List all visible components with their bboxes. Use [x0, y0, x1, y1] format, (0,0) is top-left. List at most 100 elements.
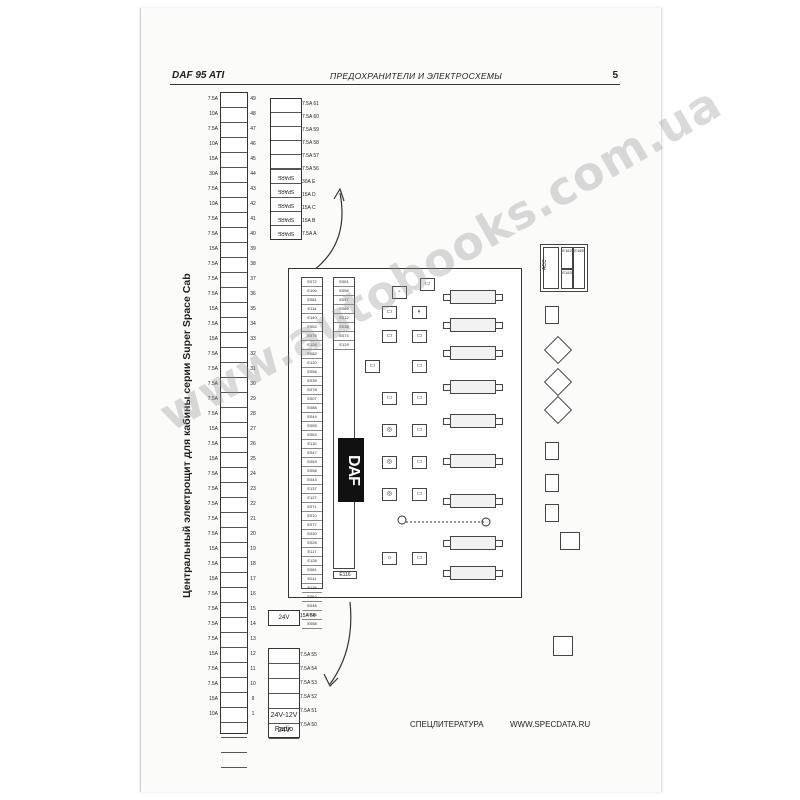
- header-section-title: ПРЕДОХРАНИТЕЛИ И ЭЛЕКТРОСХЕМЫ: [330, 71, 503, 81]
- fuse-rating: 15A: [209, 456, 218, 462]
- fuse-number: 39: [250, 246, 256, 252]
- fuse-slot: [221, 198, 247, 213]
- relay-slot: [271, 99, 301, 113]
- panel-code: E055: [302, 422, 322, 431]
- side-module: [545, 442, 559, 460]
- panel-code: E047: [302, 449, 322, 458]
- fuse-slot: [221, 348, 247, 363]
- side-module: [560, 532, 580, 550]
- fuse-slot: [221, 438, 247, 453]
- fuse-slot: [221, 273, 247, 288]
- relay-rating: 7.5A 55: [300, 652, 317, 658]
- relay-slot: SPARE: [271, 169, 301, 183]
- panel-code: E078: [302, 386, 322, 395]
- fuse-number: 42: [250, 201, 256, 207]
- relay-icon: ▭: [412, 552, 427, 565]
- footer-publisher: СПЕЦЛИТЕРАТУРА: [410, 720, 484, 729]
- panel-code: E026: [302, 539, 322, 548]
- fuse-number: 15: [250, 606, 256, 612]
- connector: [443, 318, 503, 332]
- relay-slot: [271, 127, 301, 141]
- relay-rating: 15A B: [302, 218, 316, 224]
- fuse-number: 32: [250, 351, 256, 357]
- panel-code: E127: [302, 494, 322, 503]
- relay-rating: 7.5A 60: [302, 114, 319, 120]
- fuse-slot: [221, 423, 247, 438]
- fuse-slot: [221, 723, 247, 738]
- fuse-number: 28: [250, 411, 256, 417]
- fuse-number: 27: [250, 426, 256, 432]
- fuse-number: 38: [250, 261, 256, 267]
- header-model: DAF 95 ATI: [172, 70, 225, 81]
- fuse-slot: [221, 603, 247, 618]
- fuse-rating: 10A: [209, 141, 218, 147]
- arrow-down-connector: [323, 601, 352, 688]
- relay-slot: SPARE: [271, 197, 301, 211]
- fuse-slot: [221, 318, 247, 333]
- fuse-number: 36: [250, 291, 256, 297]
- relay-slot: [269, 694, 299, 709]
- relay-icon: ◎: [382, 456, 397, 469]
- fuse-rating: 7.5A: [207, 636, 218, 642]
- relay-rating: 7.5A 59: [302, 127, 319, 133]
- small-relay-rating: 15A 56: [300, 613, 316, 619]
- fuse-slot: [221, 588, 247, 603]
- relay-icon: ◎: [382, 488, 397, 501]
- diagnostic-socket: [553, 636, 573, 656]
- relay-icon: ▭: [382, 392, 397, 405]
- panel-code: E069: [334, 305, 354, 314]
- relay-icon: ▭: [412, 488, 427, 501]
- daf-logo: DAF: [338, 438, 364, 502]
- fuse-slot: [221, 243, 247, 258]
- fuse-rating: 7.5A: [207, 321, 218, 327]
- relay-slot: [269, 649, 299, 664]
- connector: [443, 566, 503, 580]
- fuse-slot: [221, 228, 247, 243]
- relay-icon: ▭: [412, 424, 427, 437]
- page-number: 5: [612, 70, 618, 81]
- panel-code: E082: [302, 350, 322, 359]
- fuse-number: 22: [250, 501, 256, 507]
- fuse-slot: [221, 693, 247, 708]
- side-module: [545, 474, 559, 492]
- panel-code: E071: [302, 503, 322, 512]
- fuse-rating: 7.5A: [207, 216, 218, 222]
- fuse-rating: 15A: [209, 306, 218, 312]
- fuse-rating: 7.5A: [207, 186, 218, 192]
- fuse-rating: 7.5A: [207, 261, 218, 267]
- panel-code: E038: [334, 323, 354, 332]
- fuse-slot: [221, 738, 247, 753]
- connector: [443, 380, 503, 394]
- fuse-slot: [221, 648, 247, 663]
- panel-code: E058: [302, 620, 322, 629]
- fuse-slot: [221, 618, 247, 633]
- panel-code: E075: [302, 332, 322, 341]
- acc-relay: [543, 247, 559, 289]
- relay-icon: ▭: [365, 360, 380, 373]
- panel-code: E058: [302, 467, 322, 476]
- panel-code: E012: [334, 314, 354, 323]
- fuse-slot: [221, 378, 247, 393]
- fuse-number: 26: [250, 441, 256, 447]
- fuse-slot: [221, 258, 247, 273]
- fuse-slot: [221, 138, 247, 153]
- relay-rating: 7.5A 50: [300, 722, 317, 728]
- panel-code: E081: [302, 296, 322, 305]
- panel-code: E074: [334, 332, 354, 341]
- fuse-rating: 15A: [209, 156, 218, 162]
- fuse-rating: 7.5A: [207, 411, 218, 417]
- panel-code: E047: [334, 296, 354, 305]
- fuse-slot: [221, 303, 247, 318]
- relay-rating: 7.5A 57: [302, 153, 319, 159]
- relay-slot: SPARE: [271, 211, 301, 225]
- small-relay-box: 24V: [268, 610, 300, 626]
- fuse-slot: [221, 663, 247, 678]
- fuse-number: 21: [250, 516, 256, 522]
- fuse-number: 12: [250, 651, 256, 657]
- fuse-rating: 7.5A: [207, 591, 218, 597]
- relay-rating: 7.5A 56: [302, 166, 319, 172]
- fuse-number: 23: [250, 486, 256, 492]
